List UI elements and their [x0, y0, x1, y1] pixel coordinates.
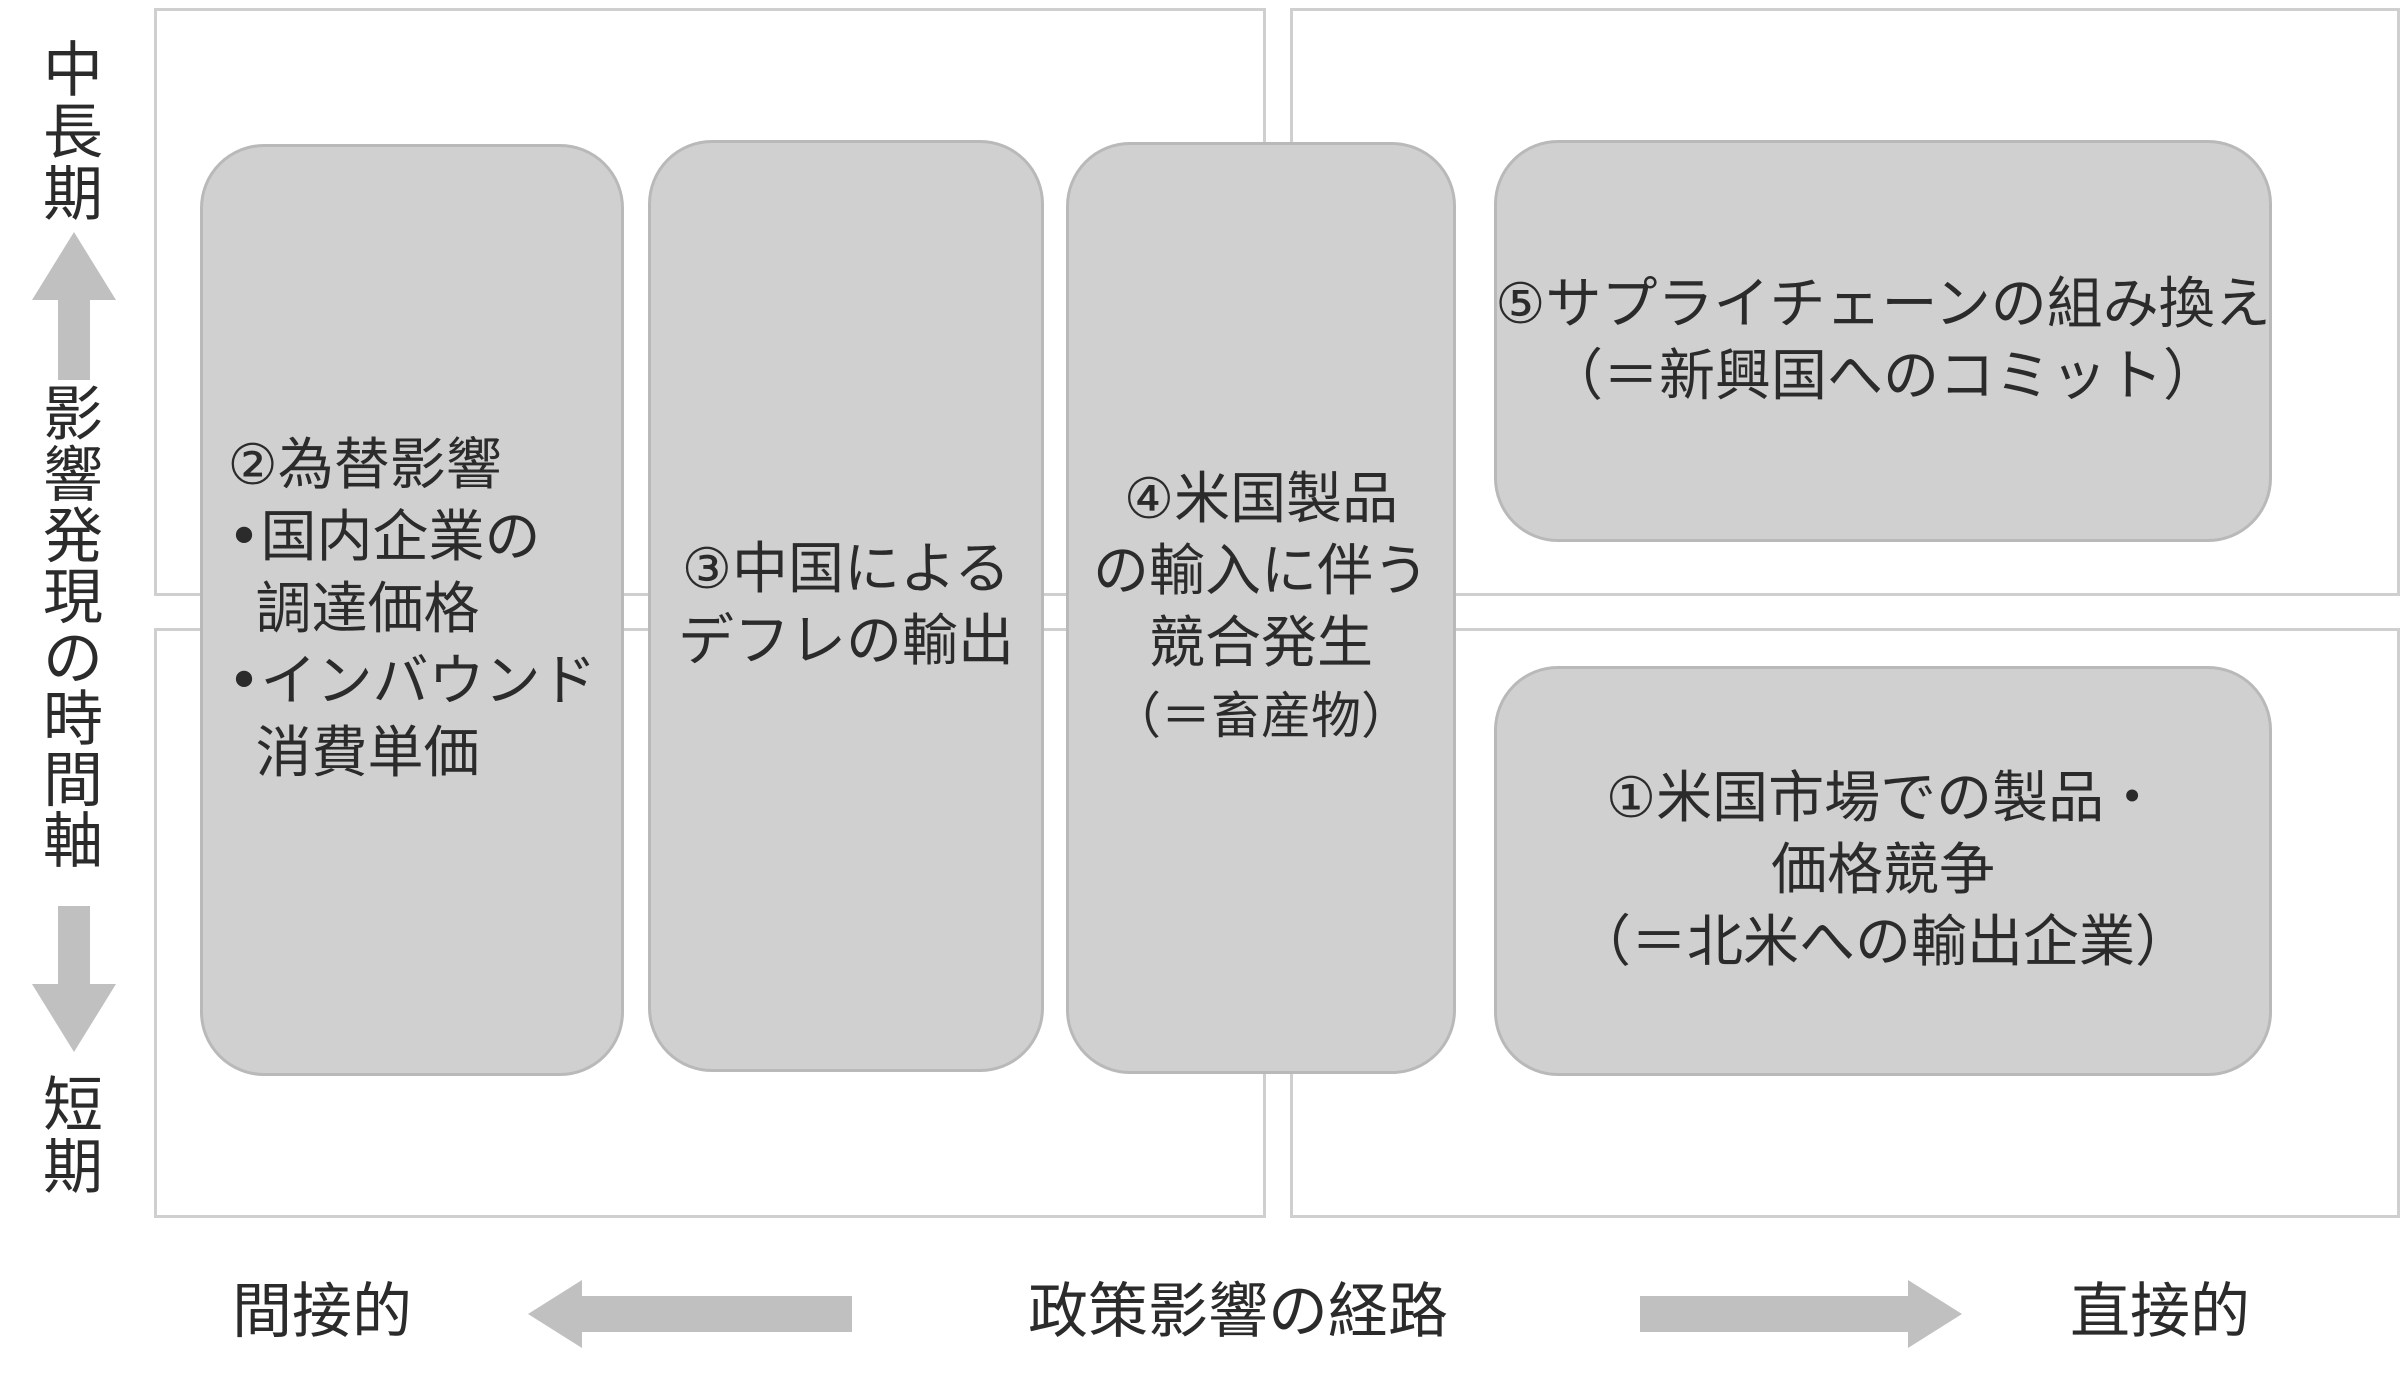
horizontal-axis-title: 政策影響の経路 — [1028, 1277, 1448, 1347]
vertical-axis-bottom-label: 短期 — [38, 1075, 108, 1199]
left-arrow-icon — [528, 1280, 852, 1348]
box1-line3: （＝北米への輸出企業） — [1575, 910, 2191, 975]
vertical-axis-title-char: 間 — [43, 746, 103, 816]
box-china-deflation-export: ③中国による デフレの輸出 — [648, 140, 1044, 1072]
box4-line3: 競合発生 — [1149, 611, 1373, 676]
box2-bullet2-line2: 消費単価 — [255, 721, 480, 786]
vertical-axis-title-char: 響 — [43, 441, 103, 511]
vertical-axis-title-char: 発 — [43, 502, 103, 572]
box3-line1: ③中国による — [681, 537, 1011, 602]
vertical-axis-top-label-char: 長 — [43, 98, 103, 168]
vertical-axis-title: 影響発現の時間軸 — [38, 385, 108, 873]
vertical-axis-bottom-label-char: 期 — [43, 1133, 103, 1203]
box3-line2: デフレの輸出 — [678, 609, 1014, 674]
vertical-axis-title-char: の — [43, 624, 103, 694]
box-exchange-rate-impact: ②為替影響 •国内企業の 調達価格 •インバウンド 消費単価 — [200, 144, 624, 1076]
box1-line1: ①米国市場での製品・ — [1605, 766, 2161, 831]
box4-line2: の輸入に伴う — [1093, 539, 1429, 604]
vertical-axis-bottom-label-char: 短 — [43, 1071, 103, 1141]
box2-bullet1-line1: •国内企業の — [227, 505, 541, 570]
box5-line1: ⑤サプライチェーンの組み換え — [1495, 272, 2271, 337]
vertical-axis-top-label: 中長期 — [38, 40, 108, 226]
box4-line1: ④米国製品 — [1123, 467, 1399, 532]
vertical-axis-title-char: 軸 — [43, 807, 103, 877]
down-arrow-icon — [32, 906, 116, 1052]
vertical-axis-title-char: 影 — [43, 380, 103, 450]
box-us-market-competition: ①米国市場での製品・ 価格競争 （＝北米への輸出企業） — [1494, 666, 2272, 1076]
box2-bullet1-line2: 調達価格 — [255, 577, 480, 642]
horizontal-axis-left-label: 間接的 — [232, 1277, 412, 1347]
box-us-product-import-competition: ④米国製品 の輸入に伴う 競合発生 （＝畜産物） — [1066, 142, 1456, 1074]
up-arrow-icon — [32, 232, 116, 380]
box5-line2: （＝新興国へのコミット） — [1547, 344, 2219, 409]
box1-line2: 価格競争 — [1771, 838, 1995, 903]
box2-title: ②為替影響 — [227, 433, 502, 498]
vertical-axis-title-char: 現 — [43, 563, 103, 633]
vertical-axis-top-label-char: 中 — [43, 36, 103, 106]
box2-bullet2-line1: •インバウンド — [227, 649, 597, 714]
box-supply-chain-restructuring: ⑤サプライチェーンの組み換え （＝新興国へのコミット） — [1494, 140, 2272, 542]
horizontal-axis-right-label: 直接的 — [2070, 1277, 2250, 1347]
right-arrow-icon — [1640, 1280, 1962, 1348]
vertical-axis-top-label-char: 期 — [43, 160, 103, 230]
box4-line4: （＝畜産物） — [1111, 687, 1411, 745]
vertical-axis-title-char: 時 — [43, 685, 103, 755]
